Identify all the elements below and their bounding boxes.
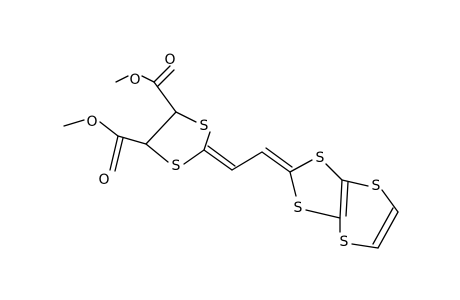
bond-c-o-double-ester2-b <box>114 137 124 172</box>
bond-c-o-double-ester1-a <box>153 65 171 83</box>
bond-c-o-double-ester2-a <box>109 135 119 171</box>
bond-s-bottom-ch <box>351 243 379 249</box>
bond-ch-ch-double-b <box>372 207 394 245</box>
sulfur-label-dithiin-bottom: S <box>340 234 349 250</box>
oxygen-label-ester2-carbonyl: O <box>98 172 109 188</box>
bond-o-c-ester1 <box>141 75 155 83</box>
sulfur-label-dithiole-bottom: S <box>294 200 303 216</box>
sulfur-label-dithiole-top: S <box>316 150 325 166</box>
bond-c-o-double-ester1-b <box>157 69 175 87</box>
bond-cb-c2prime-double-b <box>265 147 293 168</box>
bond-s-top-fusion <box>325 163 343 181</box>
bond-methyl1-o <box>115 75 129 83</box>
bond-ester1-ring <box>153 81 177 113</box>
bond-s-bottom-fusion <box>305 209 341 219</box>
sulfur-label-dithiolane-top: S <box>200 118 209 134</box>
bond-fusion-double-b <box>345 181 349 217</box>
bond-c5-s3 <box>145 143 169 163</box>
bond-c2prime-s-top <box>289 159 313 173</box>
bond-s1-c2 <box>203 131 211 151</box>
sulfur-label-dithiin-top: S <box>372 178 381 194</box>
bond-c2prime-s-bottom <box>289 171 297 197</box>
oxygen-label-ester1-ether: O <box>129 72 140 88</box>
bond-s-top-ch <box>381 189 399 213</box>
bond-ch-ch-double-a <box>377 211 399 249</box>
bond-c4-s1 <box>175 111 197 123</box>
sulfur-label-dithiolane-bottom: S <box>172 158 181 174</box>
bond-c4-c5 <box>145 111 177 145</box>
bond-cb-c2prime-double-a <box>261 151 291 173</box>
bond-s3-c2 <box>183 149 205 165</box>
bonds <box>63 65 399 249</box>
atom-labels: O O O O S S S S S S <box>86 52 380 250</box>
bond-ester2-ring <box>117 135 147 145</box>
bond-fusion-double-a <box>339 179 343 219</box>
bond-c2-ca-double-a <box>203 149 233 171</box>
bond-c2-ca-double-b <box>207 145 236 167</box>
bond-ca-cb <box>231 151 263 171</box>
bond-methyl2-o <box>63 119 85 127</box>
bond-fusion-s-dithiin-top <box>341 179 369 187</box>
oxygen-label-ester1-carbonyl: O <box>164 52 175 68</box>
bond-o-c-ester2 <box>99 121 119 137</box>
oxygen-label-ester2-ether: O <box>86 114 97 130</box>
